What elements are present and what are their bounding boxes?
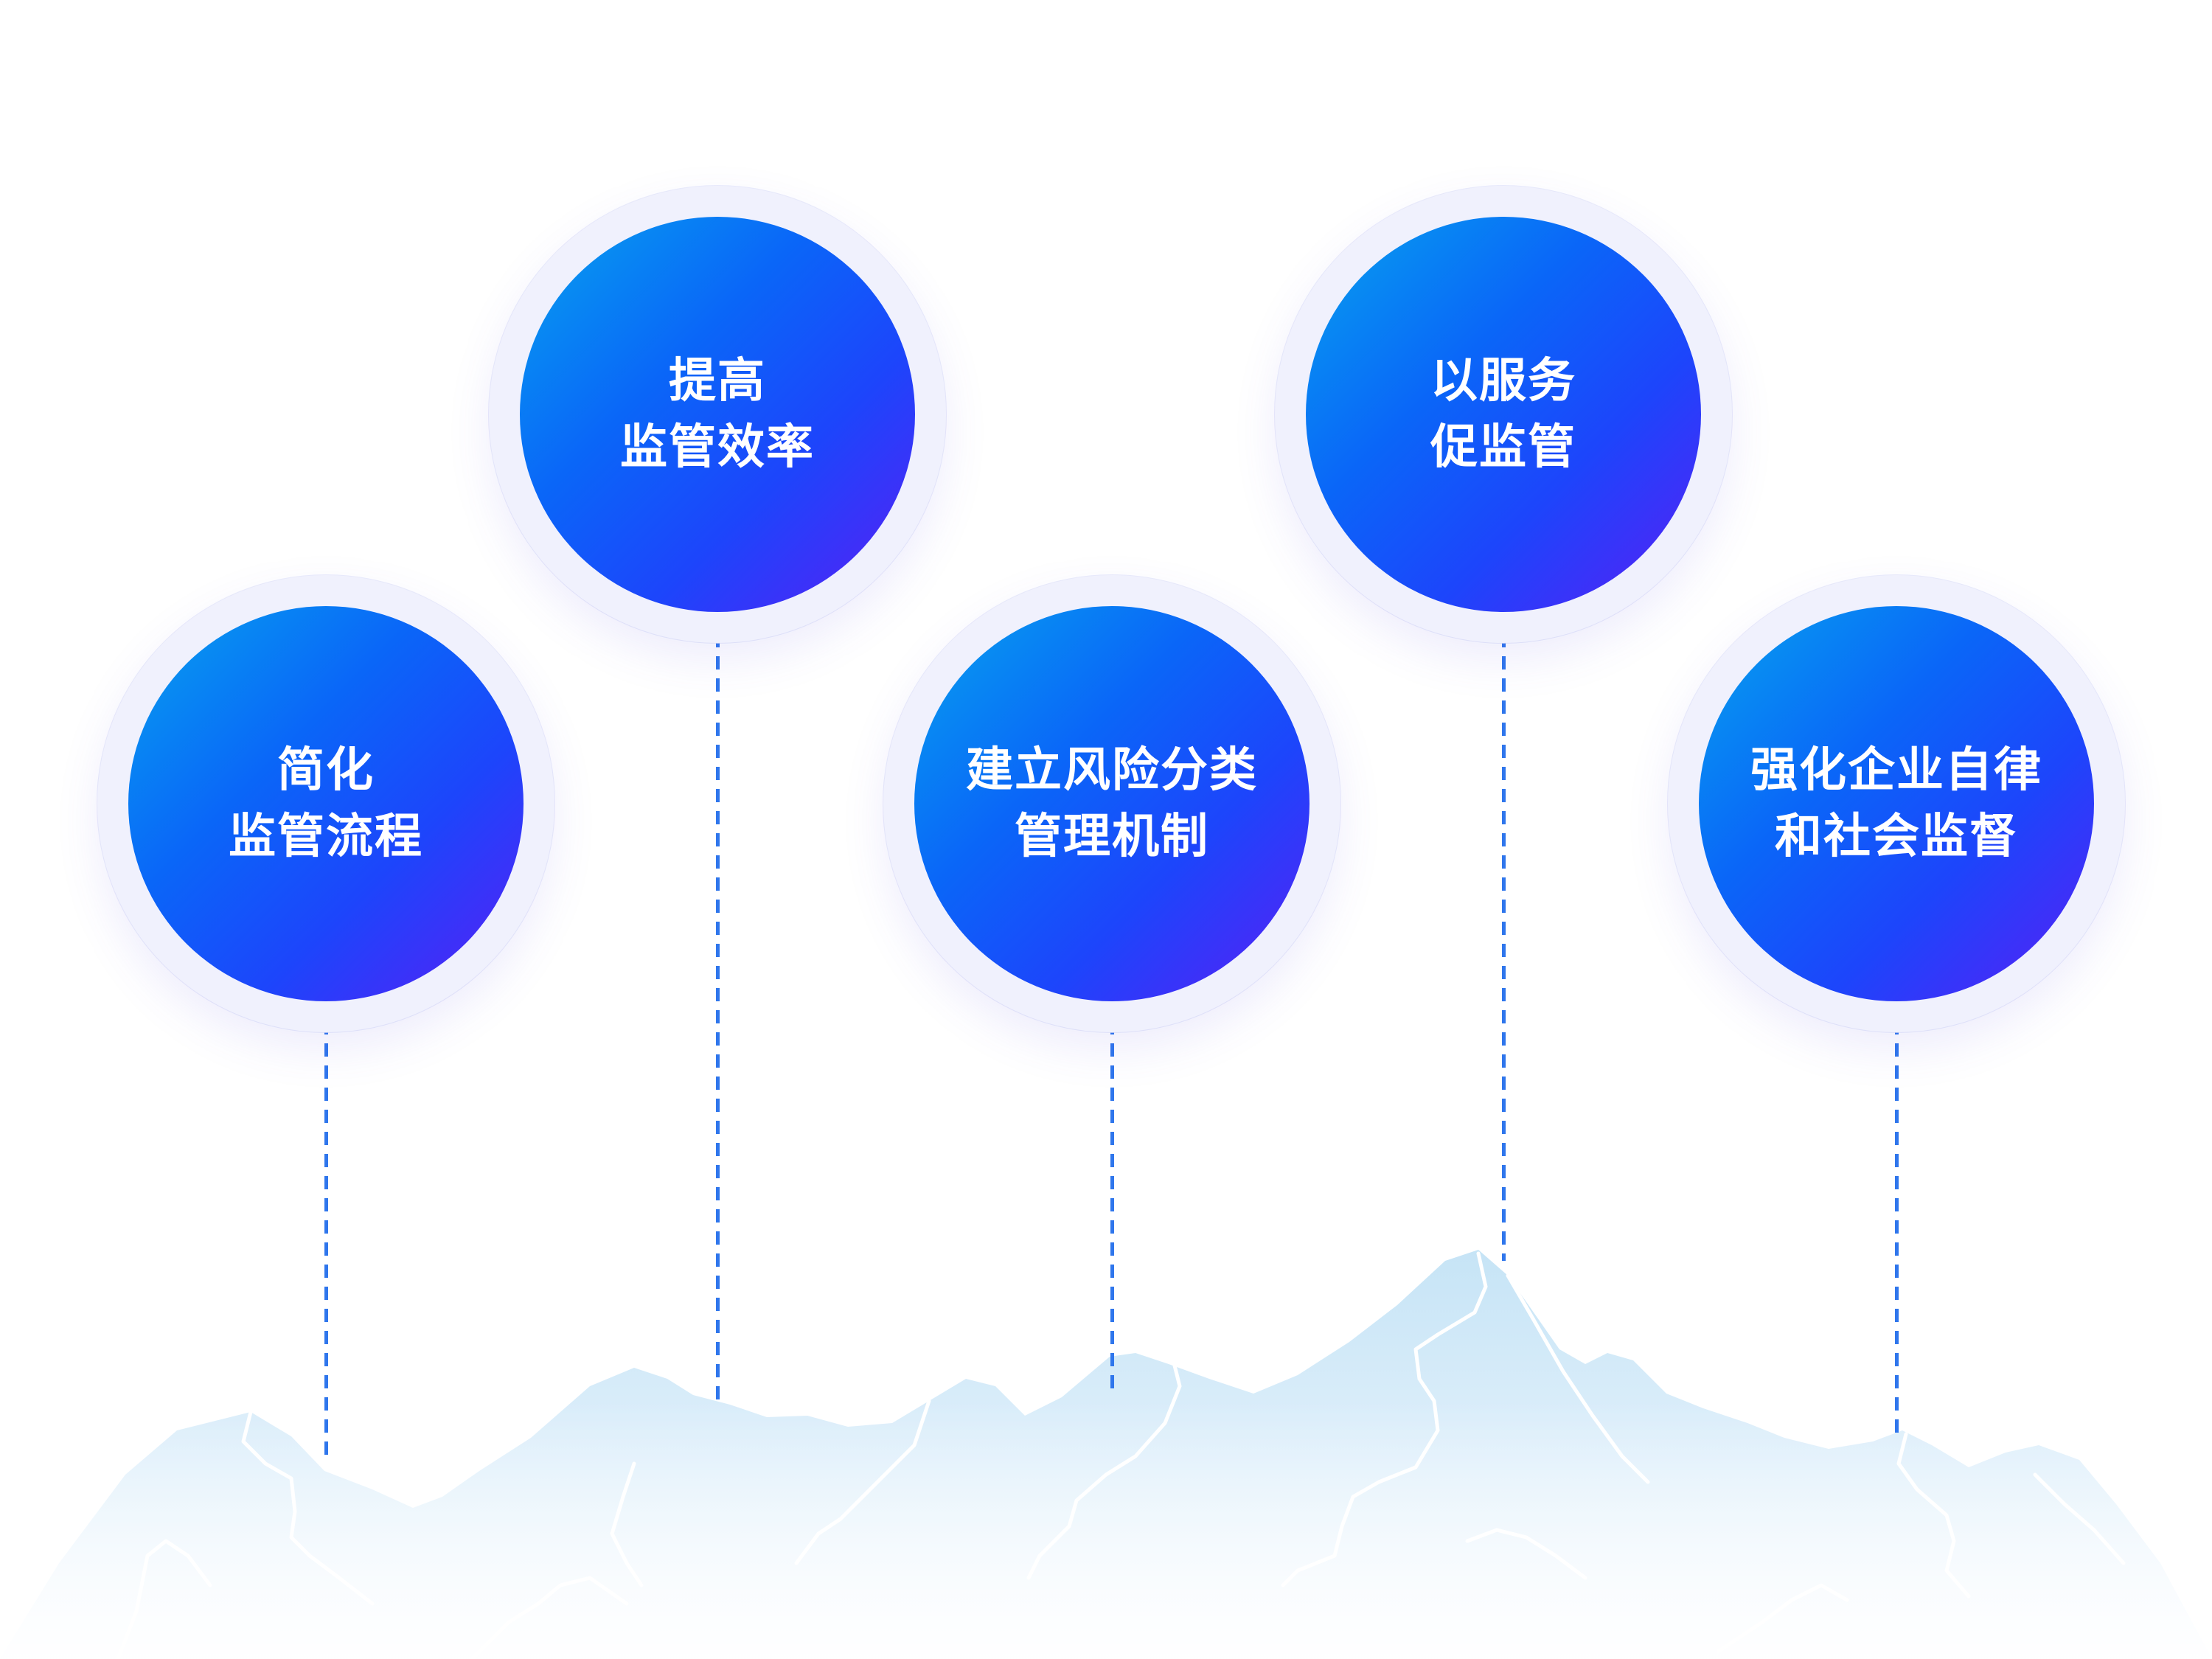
ridge-line-peak	[1281, 1251, 1488, 1587]
ridge-line-right	[1896, 1432, 1971, 1599]
node-selfdiscipline: 强化企业自律 和社会监督	[1668, 575, 2125, 1032]
node-circle: 提高 监管效率	[520, 217, 915, 612]
node-circle: 建立风险分类 管理机制	[914, 606, 1310, 1001]
node-label-line1: 强化企业自律	[1750, 743, 2042, 798]
ridge-line-valley	[1465, 1528, 1587, 1580]
connector-efficiency	[716, 612, 720, 1408]
node-label-line2: 和社会监督	[1775, 810, 2018, 864]
node-label-line2: 监管效率	[620, 420, 815, 475]
node-circle: 以服务 促监管	[1306, 217, 1701, 612]
node-label-line2: 促监管	[1430, 420, 1576, 475]
node-label-line1: 以服务	[1430, 354, 1576, 408]
node-label-line1: 建立风险分类	[966, 743, 1258, 798]
ridge-line-center-2	[794, 1399, 931, 1565]
connector-risk	[1110, 999, 1114, 1397]
ridge-line-center	[1026, 1354, 1182, 1580]
node-efficiency: 提高 监管效率	[489, 186, 946, 643]
node-label-line2: 监管流程	[229, 810, 423, 864]
ridge-line-mid-left	[610, 1461, 644, 1587]
connector-selfdiscipline	[1895, 999, 1899, 1434]
node-service: 以服务 促监管	[1275, 186, 1732, 643]
node-circle: 简化 监管流程	[128, 606, 524, 1001]
node-simplify: 简化 监管流程	[97, 575, 554, 1032]
ridge-line-right-2	[1716, 1583, 1849, 1654]
node-label-line2: 管理机制	[1015, 810, 1209, 864]
node-circle: 强化企业自律 和社会监督	[1699, 606, 2094, 1001]
ridge-line-right-3	[2033, 1472, 2126, 1565]
ridge-line-mid-left-2	[470, 1576, 629, 1659]
node-label-line1: 简化	[277, 743, 375, 798]
connector-service	[1502, 612, 1506, 1261]
node-label-line1: 提高	[669, 354, 766, 408]
node-risk: 建立风险分类 管理机制	[883, 575, 1340, 1032]
ridge-line-peak-right	[1506, 1273, 1650, 1484]
connector-simplify	[324, 999, 328, 1456]
ridge-line-left-2	[116, 1539, 212, 1659]
ridge-line-left	[241, 1410, 375, 1606]
